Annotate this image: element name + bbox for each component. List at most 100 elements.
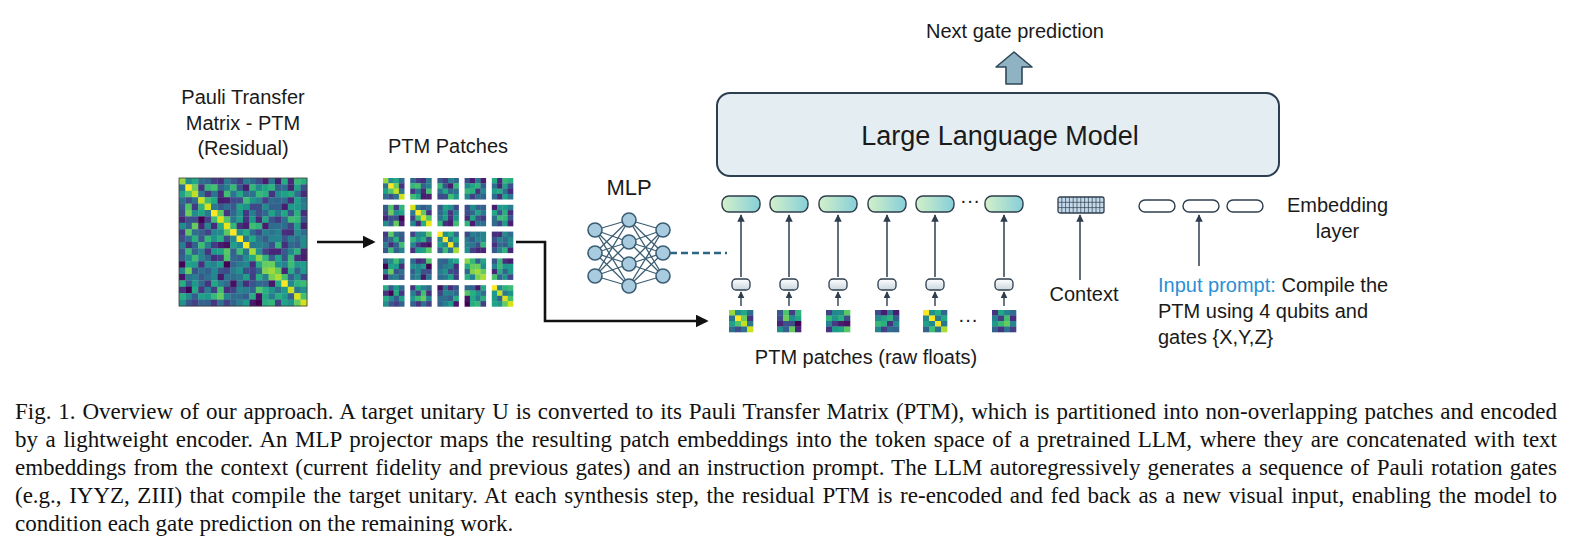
ptm-cell xyxy=(230,229,237,236)
context-grid xyxy=(1069,197,1070,213)
ptm-cell xyxy=(294,293,301,300)
ptm-cell xyxy=(205,300,212,307)
patch-cell xyxy=(475,194,481,200)
patch-cell xyxy=(783,327,789,333)
patch-token xyxy=(732,279,750,290)
ptm-cell xyxy=(217,184,224,191)
ptm-cell xyxy=(269,204,276,211)
ptm-cell xyxy=(185,293,192,300)
ptm-cell xyxy=(205,293,212,300)
patch-cell xyxy=(470,210,476,216)
ptm-cell xyxy=(243,184,250,191)
ptm-cell xyxy=(281,236,288,243)
patch-cell xyxy=(992,321,998,327)
patch-cell xyxy=(453,269,459,275)
patch-cell xyxy=(410,248,416,254)
patch-cell xyxy=(383,296,389,302)
ptm-cell xyxy=(192,287,199,294)
patch-cell xyxy=(475,232,481,238)
patch-cell xyxy=(410,183,416,189)
ptm-cell xyxy=(262,178,269,185)
projection-arrow xyxy=(886,215,888,277)
ptm-cell xyxy=(281,274,288,281)
ptm-cell xyxy=(192,268,199,275)
patch-cell xyxy=(465,301,471,307)
ptm-cell xyxy=(301,293,308,300)
patch-cell xyxy=(735,310,741,316)
patch-cell xyxy=(502,205,508,211)
patch-cell xyxy=(875,321,881,327)
ptm-cell xyxy=(275,274,282,281)
mlp-neuron xyxy=(588,246,602,260)
ptm-cell xyxy=(288,184,295,191)
patch-cell xyxy=(426,194,432,200)
patch-cell xyxy=(502,258,508,264)
patch-cell xyxy=(421,285,427,291)
patch-cell xyxy=(416,269,422,275)
patch-cell xyxy=(481,221,487,227)
patch-cell xyxy=(394,301,400,307)
patch-cell xyxy=(497,194,503,200)
ptm-cell xyxy=(237,216,244,223)
patch-cell xyxy=(421,258,427,264)
ptm-cell xyxy=(185,216,192,223)
patch-cell xyxy=(453,258,459,264)
ptm-cell xyxy=(269,255,276,262)
mlp-projector-art xyxy=(585,212,673,294)
ptm-cell xyxy=(256,216,263,223)
ptm-cell xyxy=(198,255,205,262)
ptm-cell xyxy=(256,287,263,294)
patch-cell xyxy=(497,232,503,238)
ptm-cell xyxy=(294,197,301,204)
patch-cell xyxy=(832,327,838,333)
patch-cell xyxy=(923,327,929,333)
patch-cell xyxy=(399,215,405,221)
ptm-cell xyxy=(269,216,276,223)
patch-cell xyxy=(935,310,941,316)
ptm-cell xyxy=(198,242,205,249)
patch-cell xyxy=(437,296,443,302)
patch-cell xyxy=(941,310,947,316)
ptm-cell xyxy=(294,223,301,230)
ptm-cell xyxy=(269,242,276,249)
ptm-cell xyxy=(301,184,308,191)
patch-cell xyxy=(437,285,443,291)
patch-cell xyxy=(437,183,443,189)
ptm-cell xyxy=(205,229,212,236)
ptm-cell xyxy=(262,287,269,294)
context-grid xyxy=(1058,207,1104,208)
ptm-cell xyxy=(205,280,212,287)
patch-cell xyxy=(502,183,508,189)
ptm-cell xyxy=(269,197,276,204)
patch-cell xyxy=(437,291,443,297)
ptm-cell xyxy=(288,242,295,249)
patch-cell xyxy=(475,301,481,307)
ptm-cell xyxy=(224,210,231,217)
patch-cell xyxy=(826,321,832,327)
patch-cell xyxy=(416,242,422,248)
patch-cell xyxy=(470,178,476,184)
patch-cell xyxy=(426,215,432,221)
patch-cell xyxy=(475,269,481,275)
patch-cell xyxy=(388,221,394,227)
patch-cell xyxy=(497,285,503,291)
patch-cell xyxy=(437,264,443,270)
patch-cell xyxy=(448,264,454,270)
patch-cell xyxy=(1004,316,1010,322)
context-grid xyxy=(1096,197,1097,213)
ptm-cell xyxy=(185,255,192,262)
patch-cell xyxy=(887,327,893,333)
patch-cell xyxy=(481,189,487,195)
ptm-cell xyxy=(179,204,186,211)
embedding-token xyxy=(722,196,760,212)
patch-cell xyxy=(481,274,487,280)
ptm-cell xyxy=(275,223,282,230)
patch-cell xyxy=(470,215,476,221)
patch-cell xyxy=(453,264,459,270)
patch-cell xyxy=(492,296,498,302)
ptm-cell xyxy=(281,191,288,198)
ptm-cell xyxy=(262,236,269,243)
patch-cell xyxy=(448,221,454,227)
patch-cell xyxy=(421,296,427,302)
patch-cell xyxy=(453,215,459,221)
